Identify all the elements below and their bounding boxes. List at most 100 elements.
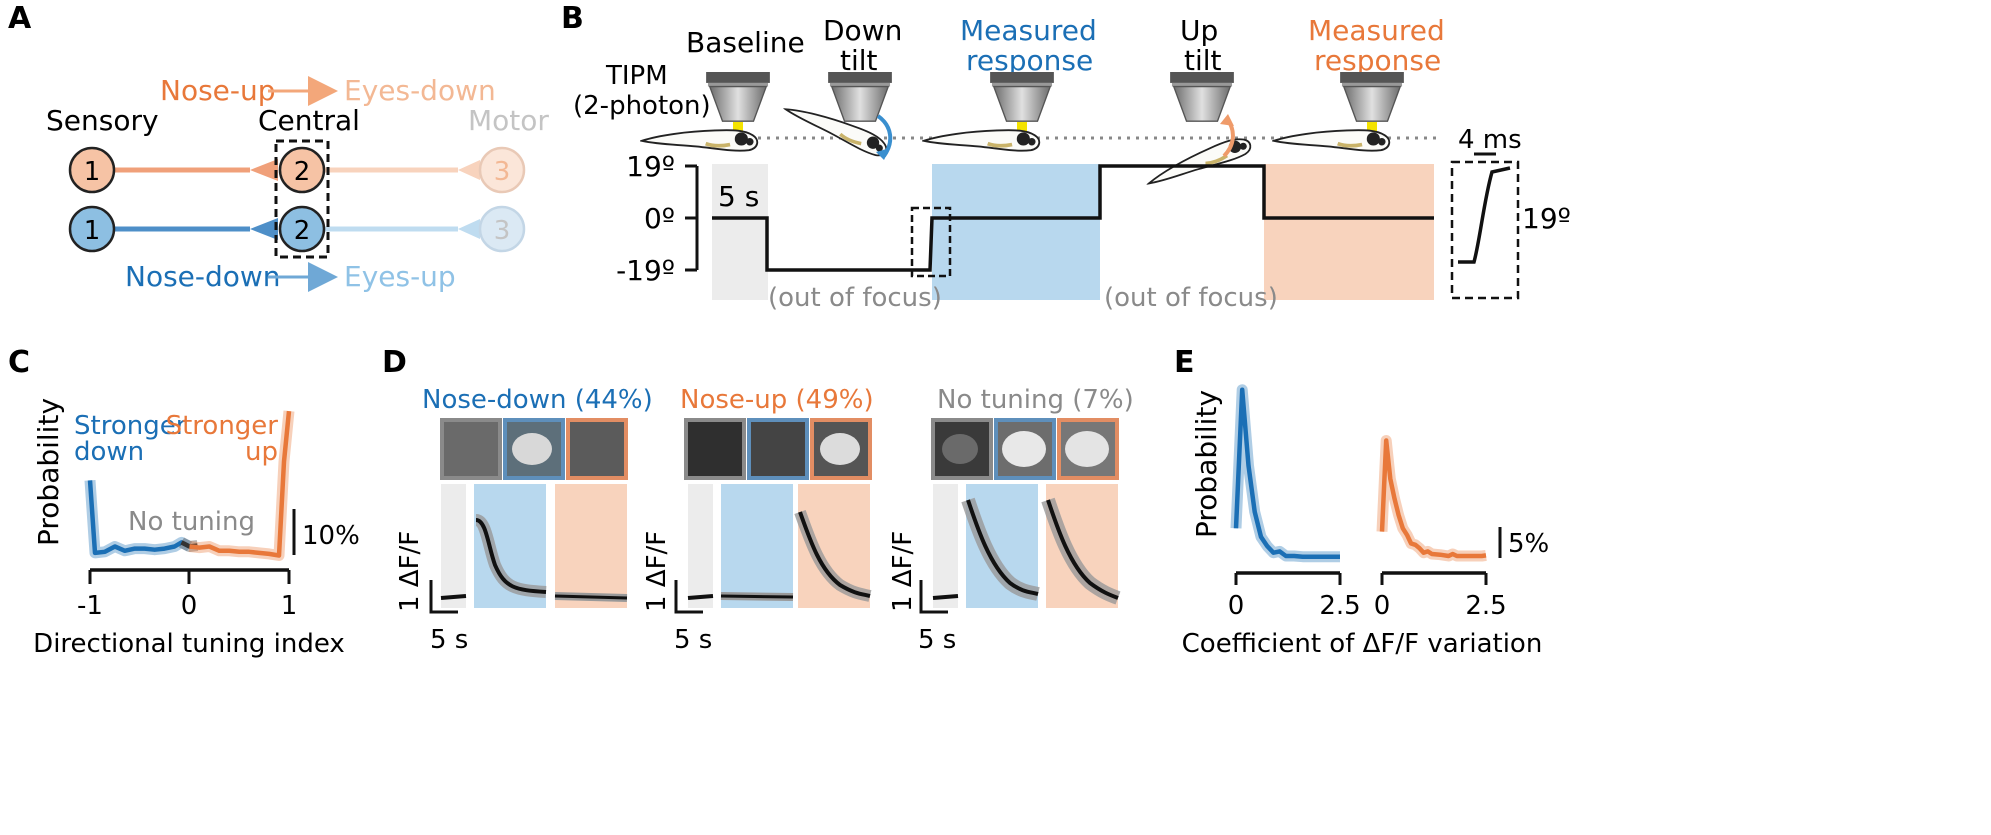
panel-c-label: C [8,345,30,380]
sensory-label: Sensory [46,104,159,137]
stronger-up-label-2: up [245,437,278,467]
no-tuning-baseline-trace [932,594,959,600]
nose-down-baseline-trace [440,594,467,600]
nose-up-uptilt-trace [798,511,871,598]
cell-image-nose-up-baseline [684,418,746,480]
panel-e-right-xtick-0: 0 [1374,591,1391,621]
fish-icon-measured-blue [922,128,1042,153]
no-tuning-ylabel: 1 ΔF/F [888,531,918,612]
inset-box [1450,160,1520,300]
stronger-up-label-1: Stronger [166,411,279,441]
up-rotation-arrowhead [1220,114,1234,126]
orange-node-3-label: 3 [494,157,511,187]
cell-image-nose-down-uptilt [566,418,628,480]
panel-e-label: E [1174,345,1195,380]
nose-down-uptilt-shade [555,484,627,608]
blue-motor-terminal [458,219,480,239]
tilt-trace [712,164,1434,272]
panel-c-xlabel: Directional tuning index [33,629,345,659]
tipm-label-line2: (2-photon) [573,91,711,121]
no-tuning-title: No tuning (7%) [937,385,1134,415]
panel-b-label: B [561,1,584,36]
no-tuning-label: No tuning [128,507,255,537]
eyes-down-label: Eyes-down [344,74,496,107]
panel-c-xtick-neg1: -1 [77,591,103,621]
no-tuning-scale-bar [919,580,948,614]
objective-icon-uptilt [1170,72,1234,122]
panel-e-scale-label: 5% [1508,529,1549,559]
down-tilt-label-1: Down [823,14,902,47]
nose-up-downtilt-shade [721,484,793,608]
nose-up-title: Nose-up (49%) [680,385,874,415]
central-highlight-box [274,139,330,259]
inset-time-scale-label: 4 ms [1458,125,1522,155]
blue-node-2 [278,205,326,253]
blue-node-3 [478,205,526,253]
objective-icon-measured-orange [1340,72,1404,122]
blue-node-1-label: 1 [84,216,101,246]
cell-image-nose-up-downtilt [747,418,809,480]
fish-icon-baseline [640,128,760,153]
nose-down-scale-bar [429,580,458,614]
tipm-label-line1: TIPM [605,61,668,91]
inset-trace [1458,166,1511,264]
baseline-label: Baseline [686,26,805,59]
blue-node-2-label: 2 [294,216,311,246]
nose-down-ylabel: 1 ΔF/F [395,531,425,612]
tilt-ytick-neg: -19º [616,254,675,287]
panel-c-plot [84,410,295,561]
panel-b: B TIPM (2-photon) Baseline Down tilt Mea… [561,1,1571,313]
nose-up-scale-bar [674,580,703,614]
nose-down-baseline-shade [441,484,466,608]
nose-down-uptilt-trace [554,594,628,600]
stronger-down-label-2: down [74,437,144,467]
panel-c-xtick-0: 0 [181,591,198,621]
transition-zoom-box [910,206,952,278]
panel-e-left-xtick-2-5: 2.5 [1319,591,1360,621]
motor-label: Motor [468,104,549,137]
panel-e-ylabel: Probability [1190,390,1223,538]
panel-e-xlabel: Coefficient of ΔF/F variation [1182,629,1543,659]
panel-c-xtick-1: 1 [281,591,298,621]
orange-node-2-label: 2 [294,157,311,187]
nose-down-xscale: 5 s [430,625,468,655]
nose-up-downtilt-trace [720,594,794,599]
panel-e: E Probability 0 2.5 0 2.5 Coefficient of… [1174,345,1549,659]
no-tuning-downtilt-trace [966,499,1039,596]
no-tuning-baseline-shade [933,484,958,608]
measured-blue-epoch-shade [932,164,1100,300]
no-tuning-uptilt-trace [1046,499,1119,600]
measured-orange-epoch-shade [1264,164,1434,300]
panel-c: C Probability Stronger down Stronger up … [8,345,360,659]
panel-c-scale-label: 10% [302,521,360,551]
cell-image-nose-down-baseline [440,418,502,480]
measured-blue-label-1: Measured [960,14,1097,47]
nose-up-baseline-trace [687,594,714,600]
nose-up-label: Nose-up [160,74,276,107]
objective-icon-measured-blue [990,72,1054,122]
panel-c-ylabel: Probability [32,398,65,546]
blue-node-1 [68,205,116,253]
nose-up-baseline-shade [688,484,713,608]
panel-d-label: D [382,345,407,380]
panel-e-left-xtick-0: 0 [1228,591,1245,621]
stronger-down-label-1: Stronger [74,411,187,441]
orange-node-2 [278,146,326,194]
panel-c-series-2-line [189,410,292,558]
tilt-ytick-pos: 19º [626,150,675,183]
down-tilt-label-2: tilt [840,44,878,77]
panel-e-right-series-0-band [1376,435,1488,562]
central-label: Central [258,104,360,137]
tilt-ytick-zero: 0º [644,202,675,235]
orange-synapse-terminal [250,159,278,181]
orange-node-1-label: 1 [84,157,101,187]
objective-icon-downtilt [828,72,892,122]
up-tilt-label-1: Up [1180,14,1218,47]
out-of-focus-label-1: (out of focus) [768,283,942,313]
orange-node-3 [478,146,526,194]
panel-e-right-xtick-2-5: 2.5 [1465,591,1506,621]
time-scale-5s: 5 s [718,180,759,213]
orange-motor-terminal [458,160,480,180]
inset-amplitude-label: 19º [1522,202,1571,235]
nose-down-title: Nose-down (44%) [422,385,653,415]
